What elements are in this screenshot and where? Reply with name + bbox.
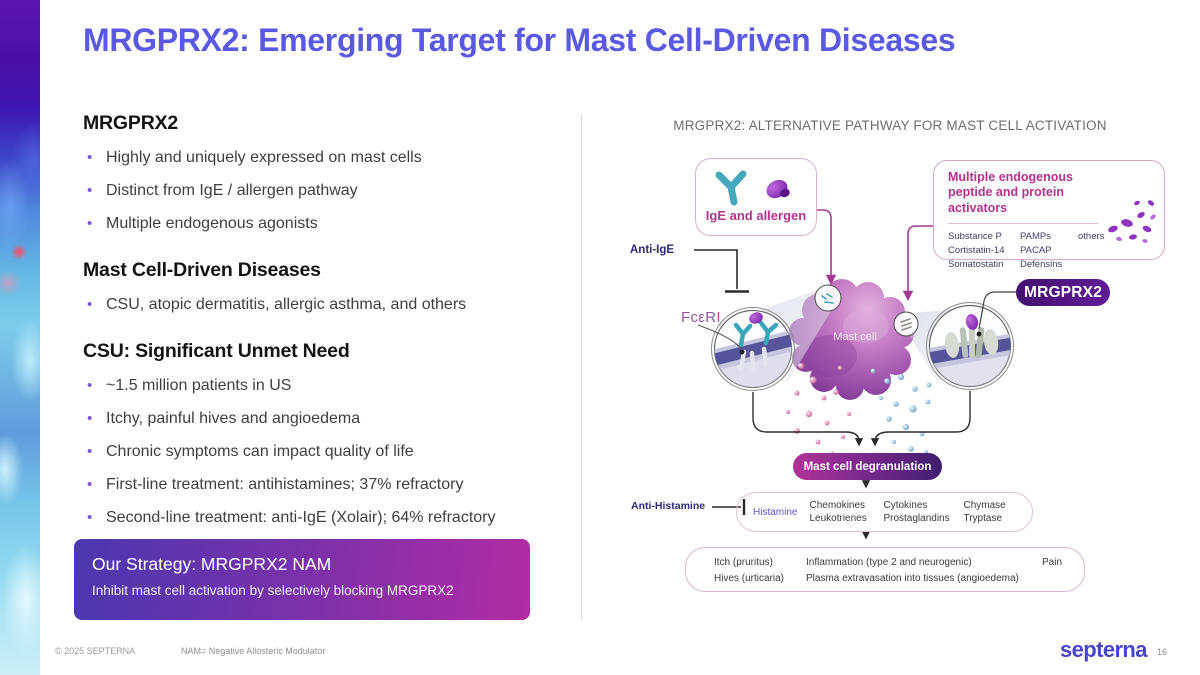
activators-box: Multiple endogenous peptide and protein … — [933, 160, 1165, 270]
outcome-item: Hives (urticaria) — [714, 573, 785, 584]
anti-ige-label: Anti-IgE — [630, 244, 675, 256]
mrgprx2-inset-illustration — [926, 302, 1014, 390]
bullet-text: Chronic symptoms can impact quality of l… — [106, 443, 414, 460]
outcomes-col2: Inflammation (type 2 and neurogenic) Pla… — [806, 555, 1031, 587]
outcome-item: Inflammation (type 2 and neurogenic) — [806, 557, 972, 568]
mediator-item: Chymase — [963, 499, 1006, 511]
footer-note: NAM= Negative Allosteric Modulator — [181, 646, 326, 656]
bullet-item: Second-line treatment: anti-IgE (Xolair)… — [83, 508, 543, 527]
ige-allergen-label: IgE and allergen — [705, 208, 807, 223]
anti-histamine-label: Anti-Histamine — [631, 500, 706, 512]
strategy-title: Our Strategy: MRGPRX2 NAM — [92, 554, 332, 574]
mediators-box: Histamine Chemokines Leukotrienes Cytoki… — [736, 492, 1033, 532]
outcome-item: Itch (pruritus) — [714, 557, 773, 568]
activator-item: others — [1078, 230, 1105, 242]
mediator-item: Prostaglandins — [883, 513, 950, 524]
degranulation-badge: Mast cell degranulation — [793, 453, 942, 480]
bullet-item: ~1.5 million patients in US — [83, 376, 543, 395]
anti-ige-inhibitor — [694, 249, 749, 293]
bullet-text: Itchy, painful hives and angioedema — [106, 410, 361, 427]
fceri-pointer-line — [697, 324, 742, 350]
ige-allergen-box: IgE and allergen — [695, 158, 817, 236]
column-divider — [581, 114, 582, 620]
activators-divider — [948, 222, 1098, 224]
left-text-panel: MRGPRX2 Highly and uniquely expressed on… — [83, 112, 543, 553]
company-logo: septerna — [1060, 637, 1148, 662]
activator-item: PACAP — [1020, 245, 1052, 256]
activator-item: Defensins — [1020, 259, 1063, 271]
strategy-box: Our Strategy: MRGPRX2 NAM Inhibit mast c… — [74, 539, 530, 620]
outcomes-col1: Itch (pruritus) Hives (urticaria) — [714, 555, 806, 587]
ige-antibody-icon — [715, 170, 747, 206]
surface-receptor-spots — [814, 284, 919, 337]
bullet-text: Multiple endogenous agonists — [106, 215, 318, 232]
activator-item: Substance P — [948, 230, 1002, 242]
mrgprx2-badge: MRGPRX2 — [1016, 279, 1110, 306]
activators-col2: PAMPs PACAP Defensins — [1020, 230, 1078, 273]
mediator-item: Leukotrienes — [809, 513, 867, 524]
outcome-item: Plasma extravasation into tissues (angio… — [806, 573, 1019, 584]
bullet-text: Distinct from IgE / allergen pathway — [106, 182, 358, 199]
bullet-item: CSU, atopic dermatitis, allergic asthma,… — [83, 295, 543, 314]
page-number: 16 — [1157, 647, 1168, 657]
bullet-list-diseases: CSU, atopic dermatitis, allergic asthma,… — [83, 295, 543, 314]
mediator-histamine: Histamine — [753, 506, 798, 518]
slide-title: MRGPRX2: Emerging Target for Mast Cell-D… — [83, 22, 956, 58]
section-heading-csu: CSU: Significant Unmet Need — [83, 340, 350, 362]
mediator-item: Cytokines — [883, 499, 928, 511]
mediators-col2: Chemokines Leukotrienes — [809, 499, 883, 526]
activators-list: Substance P Cortistatin-14 Somatostatin … — [948, 230, 1164, 273]
activator-activation-arrow — [902, 225, 933, 302]
mrgprx2-pointer-line — [978, 291, 1016, 330]
mediators-col4: Chymase Tryptase — [963, 499, 1015, 526]
peptide-particles-icon — [1108, 200, 1156, 243]
mast-cell-label: Mast cell — [833, 331, 877, 343]
allergen-icon — [766, 179, 790, 199]
bullet-list-mrgprx2: Highly and uniquely expressed on mast ce… — [83, 148, 543, 233]
bullet-text: First-line treatment: antihistamines; 37… — [106, 476, 464, 493]
bullet-text: Highly and uniquely expressed on mast ce… — [106, 149, 422, 166]
activators-col3: others — [1078, 230, 1118, 273]
outcomes-box: Itch (pruritus) Hives (urticaria) Inflam… — [685, 547, 1085, 592]
activator-item: Cortistatin-14 — [948, 245, 1005, 256]
activators-col1: Substance P Cortistatin-14 Somatostatin — [948, 230, 1020, 273]
activators-title: Multiple endogenous peptide and protein … — [948, 170, 1073, 215]
activator-item: Somatostatin — [948, 259, 1004, 271]
activator-item: PAMPs — [1020, 230, 1051, 242]
bullet-item: Multiple endogenous agonists — [83, 214, 543, 233]
left-strip-decoration — [0, 0, 40, 675]
mediator-item: Chemokines — [809, 499, 866, 511]
antibody-and-allergen-icon — [715, 170, 790, 206]
bullet-text: CSU, atopic dermatitis, allergic asthma,… — [106, 296, 467, 313]
mediators-col3: Cytokines Prostaglandins — [883, 499, 963, 526]
strategy-subtitle: Inhibit mast cell activation by selectiv… — [92, 583, 454, 598]
bullet-text: Second-line treatment: anti-IgE (Xolair)… — [106, 509, 496, 526]
bullet-item: Itchy, painful hives and angioedema — [83, 409, 543, 428]
section-heading-diseases: Mast Cell-Driven Diseases — [83, 259, 321, 281]
fceri-label: FcεRI — [681, 309, 721, 326]
bullet-list-csu: ~1.5 million patients in US Itchy, painf… — [83, 376, 543, 527]
diagram-title: MRGPRX2: ALTERNATIVE PATHWAY FOR MAST CE… — [673, 118, 1107, 133]
bullet-item: First-line treatment: antihistamines; 37… — [83, 475, 543, 494]
outcomes-col3: Pain — [1042, 555, 1062, 571]
bullet-item: Chronic symptoms can impact quality of l… — [83, 442, 543, 461]
bullet-item: Distinct from IgE / allergen pathway — [83, 181, 543, 200]
degranulation-arrows — [752, 391, 971, 540]
ige-activation-arrow — [817, 209, 837, 286]
bullet-item: Highly and uniquely expressed on mast ce… — [83, 148, 543, 167]
outcome-item: Pain — [1041, 557, 1062, 568]
footer-copyright: © 2025 SEPTERNA — [55, 646, 136, 656]
mediator-item: Tryptase — [963, 513, 1002, 524]
bullet-text: ~1.5 million patients in US — [106, 377, 292, 394]
section-heading-mrgprx2: MRGPRX2 — [83, 112, 179, 134]
ige-box-icons — [696, 168, 816, 206]
